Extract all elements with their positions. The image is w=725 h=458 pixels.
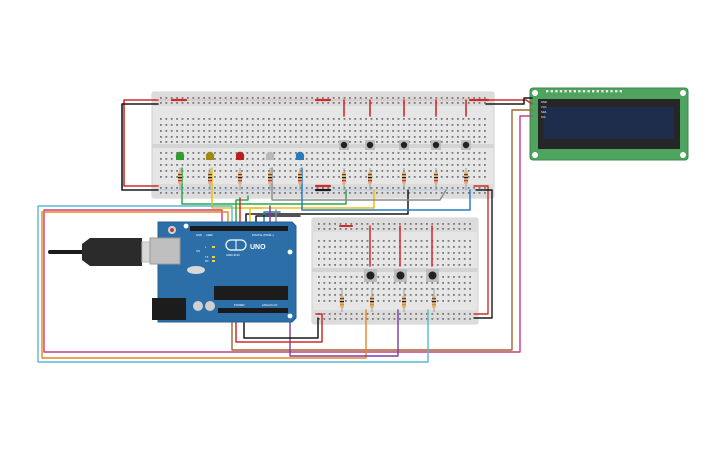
wire-black-lcd-gnd	[485, 97, 533, 105]
resistor-bottom-1[interactable]	[340, 288, 344, 312]
arduino-model-label: UNO	[250, 244, 266, 251]
top-button-group	[339, 140, 471, 150]
led-yellow[interactable]	[205, 151, 215, 161]
resistor-top-4[interactable]	[268, 168, 272, 190]
wire-red-bottom-right	[473, 185, 489, 315]
capacitor-1	[193, 301, 203, 311]
tx-led-label: TX	[205, 255, 209, 259]
bottom-button-group	[364, 269, 439, 282]
digital-pwm-label: DIGITAL (PWM~)	[252, 233, 274, 237]
button-bottom-2[interactable]	[394, 269, 407, 282]
bottom-breadboard-holes	[318, 223, 471, 320]
wire-blue-arduino	[263, 211, 281, 223]
wire-black-gnd-to-top	[245, 189, 409, 223]
resistor-top-9[interactable]	[434, 168, 438, 190]
usb-cable[interactable]	[48, 238, 161, 266]
atmega-chip	[214, 286, 288, 300]
button-top-3[interactable]	[399, 140, 409, 150]
button-top-2[interactable]	[365, 140, 375, 150]
wire-red-lcd-vcc	[485, 99, 533, 105]
wire-gray-led4	[271, 167, 447, 201]
button-top-4[interactable]	[431, 140, 441, 150]
led-white[interactable]	[265, 151, 275, 161]
wire-purple-bottom	[289, 309, 399, 357]
resistor-top-5[interactable]	[298, 168, 302, 190]
lcd-pin-gnd-label: GND	[541, 100, 547, 104]
wire-red-arduino-5v	[235, 313, 323, 343]
l-led-label: L	[205, 245, 207, 249]
button-top-5[interactable]	[461, 140, 471, 150]
lcd-pin-header	[546, 90, 622, 93]
arduino-brand-label: ARDUINO	[226, 253, 241, 257]
on-led-label: ON	[196, 249, 200, 253]
power-label: POWER	[234, 303, 245, 307]
analog-in-label: ANALOG IN	[262, 303, 277, 307]
lcd-pin-vcc-label: VCC	[541, 105, 547, 109]
wire-yellow-arduino	[249, 207, 263, 223]
lcd-module[interactable]: GND VCC SDA SCL	[529, 87, 689, 161]
wire-pink-lcd-scl	[43, 115, 533, 353]
resistor-top-10[interactable]	[464, 168, 468, 190]
resistor-bottom-2[interactable]	[370, 288, 374, 312]
resistor-bottom-4[interactable]	[432, 288, 436, 312]
digital-header	[190, 226, 288, 231]
wire-cyan-left	[37, 205, 429, 363]
top-breadboard[interactable]	[151, 91, 495, 199]
resistor-top-1[interactable]	[178, 168, 182, 190]
button-bottom-3[interactable]	[426, 269, 439, 282]
lcd-pin-scl-label: SCL	[541, 115, 547, 119]
rx-led-label: RX	[205, 259, 209, 263]
gnd-label: GND	[196, 233, 202, 237]
capacitor-2	[205, 301, 215, 311]
crystal	[187, 266, 205, 274]
resistor-top-3[interactable]	[238, 168, 242, 190]
led-blue[interactable]	[295, 151, 305, 161]
led-group	[175, 151, 305, 161]
power-analog-header	[218, 308, 288, 313]
wire-red-top-left-rail	[123, 99, 159, 187]
wire-blue-led5	[301, 167, 471, 211]
wire-black-top-left-rail	[121, 103, 159, 191]
wire-green-arduino	[235, 195, 249, 223]
resistor-top-8[interactable]	[402, 168, 406, 190]
wire-black-arduino	[255, 215, 301, 223]
wire-orange-left	[41, 211, 367, 359]
arduino-uno[interactable]: UNO ARDUINO DIGITAL (PWM~) POWER ANALOG …	[149, 221, 297, 323]
resistor-group	[178, 168, 468, 312]
wire-brown-lcd-sda	[231, 109, 533, 351]
resistor-top-6[interactable]	[342, 168, 346, 190]
dc-power-jack	[152, 298, 186, 320]
wire-black-bottom-right	[473, 189, 493, 319]
aref-label: AREF	[206, 233, 213, 237]
wires	[37, 97, 533, 363]
button-bottom-1[interactable]	[364, 269, 377, 282]
wire-green-led1	[181, 167, 347, 205]
usb-b-port	[149, 237, 181, 265]
button-top-1[interactable]	[339, 140, 349, 150]
wire-yellow-led2	[211, 167, 375, 209]
lcd-pin-sda-label: SDA	[541, 110, 547, 114]
resistor-bottom-3[interactable]	[402, 288, 406, 312]
wire-black-arduino-gnd	[243, 315, 319, 339]
led-red[interactable]	[235, 151, 245, 161]
led-green[interactable]	[175, 151, 185, 161]
resistor-top-2[interactable]	[208, 168, 212, 190]
lcd-screen	[544, 107, 674, 139]
resistor-top-7[interactable]	[368, 168, 372, 190]
